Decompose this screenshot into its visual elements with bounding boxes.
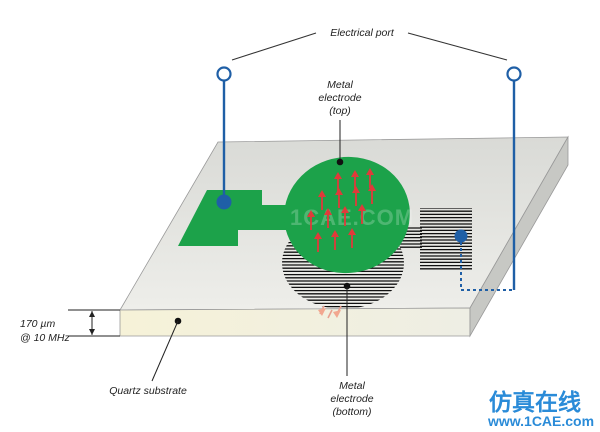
field-arrow-head (348, 228, 356, 235)
metal-bottom-label-line2: electrode (330, 393, 373, 405)
logo-url-text: www.1CAE.com (487, 413, 594, 429)
site-logo: 仿真在线 www.1CAE.com (487, 389, 594, 429)
left-port-terminal (216, 66, 232, 82)
metal-top-callout-dot (336, 158, 344, 166)
field-arrow-head (341, 206, 349, 213)
metal-bottom-label-line3: (bottom) (332, 406, 371, 418)
substrate-side-face (469, 135, 569, 338)
field-arrow-head (358, 204, 366, 211)
port-callout-right (407, 32, 508, 61)
logo-chinese-text: 仿真在线 (489, 389, 581, 416)
field-arrow-head (314, 232, 322, 239)
bottom-field-arrows (318, 305, 342, 319)
right-contact-dot (454, 229, 468, 243)
field-arrow-head (324, 208, 332, 215)
field-arrow-head (318, 190, 326, 197)
metal-bottom-callout-dot (343, 282, 351, 290)
substrate-label: Quartz substrate (109, 385, 187, 397)
metal-top-label-line2: electrode (318, 92, 361, 104)
electrical-port-label: Electrical port (330, 27, 395, 39)
thickness-label-line2: @ 10 MHz (20, 332, 71, 344)
substrate-front-face (119, 307, 471, 337)
port-callout-left (231, 32, 317, 61)
field-arrow-head (334, 172, 342, 179)
right-port-terminal (506, 66, 522, 82)
field-arrow-head (366, 168, 374, 175)
metal-top-label-line1: Metal (327, 79, 353, 91)
top-electrode (284, 156, 410, 274)
left-contact-dot (216, 194, 232, 210)
watermark-text: 1CAE.COM (290, 205, 414, 230)
field-arrow-head (368, 184, 376, 191)
field-arrow-head (335, 188, 343, 195)
top-electrode-lead-pad (178, 190, 300, 246)
metal-bottom-label-line1: Metal (339, 380, 365, 392)
thickness-label-line1: 170 µm (20, 318, 55, 330)
field-arrow-head (351, 170, 359, 177)
field-arrow-head (352, 186, 360, 193)
thickness-dimension (68, 309, 120, 337)
substrate-callout (151, 320, 179, 382)
field-arrow-head (307, 210, 315, 217)
field-arrows (307, 168, 376, 252)
field-arrow-head (331, 230, 339, 237)
metal-top-label-line3: (top) (329, 105, 351, 117)
electrical-leads (216, 66, 522, 291)
